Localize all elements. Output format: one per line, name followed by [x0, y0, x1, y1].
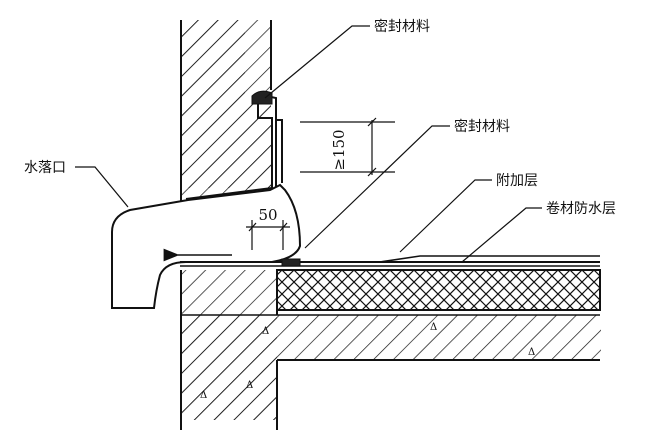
svg-text:Δ: Δ	[528, 347, 535, 358]
membrane-layers	[180, 255, 600, 267]
sealant-top	[251, 90, 273, 105]
label-outlet: 水落口	[24, 160, 66, 176]
svg-text:Δ: Δ	[430, 322, 437, 333]
label-sealant-top: 密封材料	[374, 18, 430, 35]
leader-lines	[75, 25, 542, 263]
svg-text:Δ: Δ	[200, 390, 207, 401]
label-sealant-mid: 密封材料	[454, 118, 510, 135]
dimension-width	[246, 220, 290, 250]
dimension-height-label: ≥150	[330, 129, 348, 170]
label-additional-layer: 附加层	[496, 173, 538, 189]
svg-text:Δ: Δ	[246, 380, 253, 391]
dimension-width-label: 50	[258, 206, 277, 224]
insulation-layer	[276, 269, 601, 311]
svg-text:Δ: Δ	[262, 326, 269, 337]
label-membrane-layer: 卷材防水层	[546, 201, 616, 217]
dimension-height	[300, 117, 395, 177]
